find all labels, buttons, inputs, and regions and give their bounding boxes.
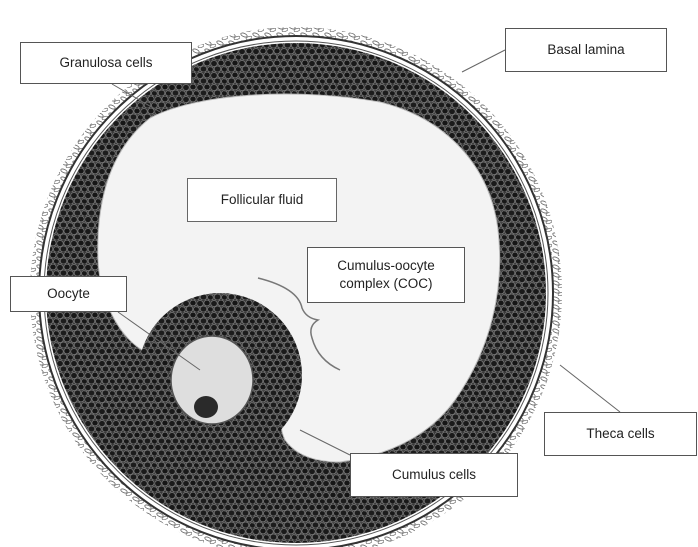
coc-label-line1: Cumulus-oocyte — [337, 257, 435, 275]
theca-leader — [560, 365, 620, 412]
coc-label: Cumulus-oocyte complex (COC) — [307, 247, 465, 303]
cumulus-cells-label: Cumulus cells — [350, 453, 518, 497]
theca-cells-label: Theca cells — [544, 412, 697, 456]
follicular-fluid-label: Follicular fluid — [187, 178, 337, 222]
basal-lamina-label: Basal lamina — [505, 28, 667, 72]
oocyte-label: Oocyte — [10, 276, 127, 312]
granulosa-cells-label: Granulosa cells — [20, 42, 192, 84]
oocyte-nucleus — [194, 396, 218, 418]
basal-lamina-leader — [462, 50, 505, 72]
coc-label-line2: complex (COC) — [339, 275, 432, 293]
